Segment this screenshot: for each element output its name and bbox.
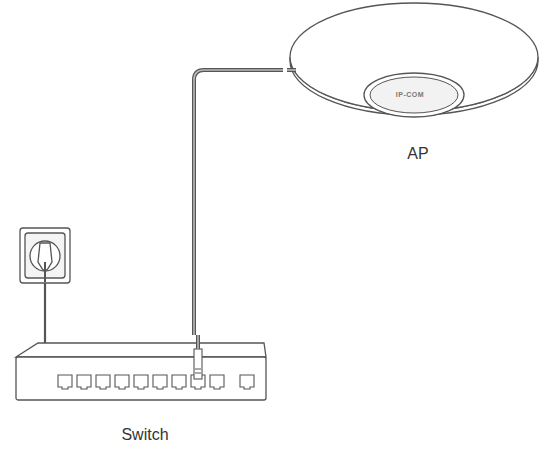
network-cable	[194, 70, 283, 335]
node-label: AP	[283, 145, 550, 163]
network-switch: Switch	[10, 335, 280, 450]
brand-logo-text: IP-COM	[380, 91, 440, 98]
node-label: Switch	[10, 426, 280, 444]
wall-plate	[20, 228, 70, 283]
access-point: AP	[283, 0, 550, 175]
power-cord	[44, 283, 46, 348]
